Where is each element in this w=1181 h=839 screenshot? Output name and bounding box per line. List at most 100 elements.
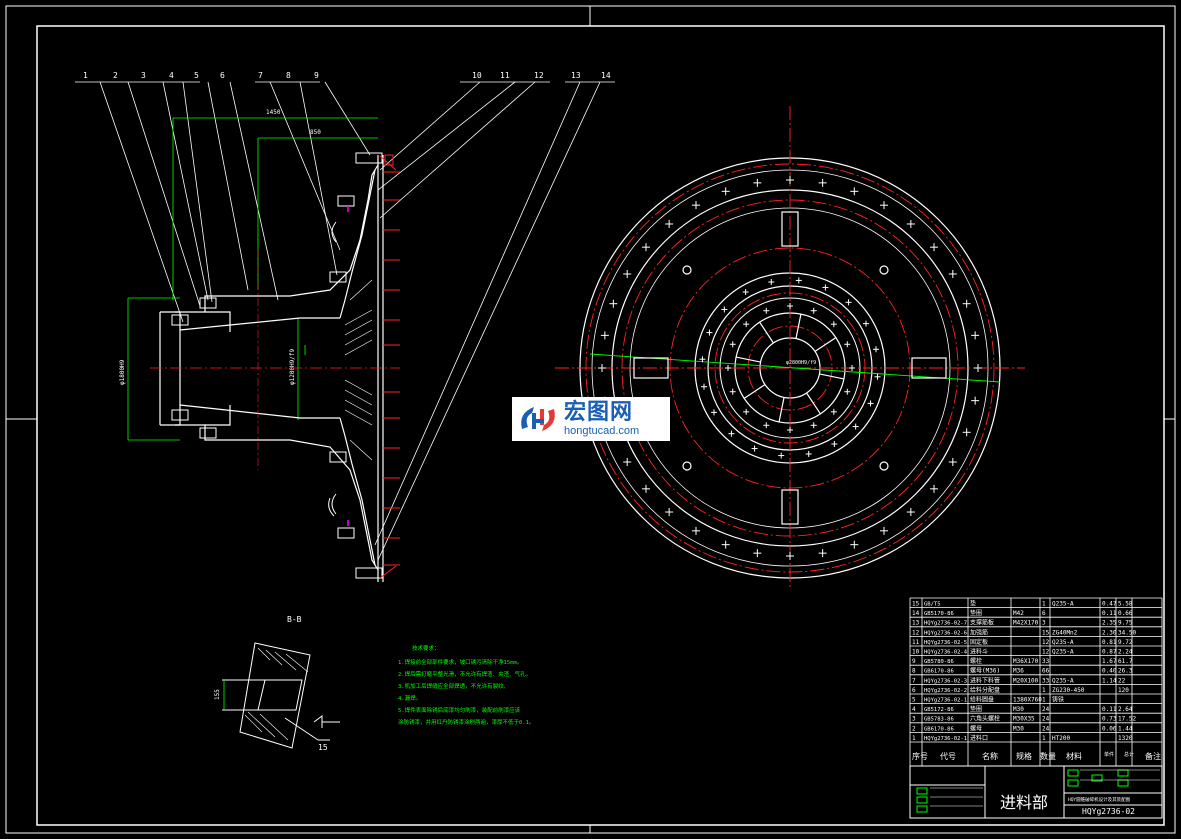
note-line-6: 涂防锈漆，并用红丹防锈漆涂刷两遍，漆厚不低于0.1。: [398, 718, 534, 726]
bom-cell: HQYg2736-02-1: [924, 736, 967, 742]
balloon-labels: 1 2 3 4 5 6 7 8 9 10 11 12 13 14: [83, 71, 611, 80]
bom-cell: 1: [912, 735, 916, 742]
bom-cell: 15: [1042, 629, 1050, 636]
section-bb: B-B 155 15: [214, 615, 340, 752]
balloon-12: 12: [534, 71, 544, 80]
logo-en-text: hongtucad.com: [564, 425, 640, 437]
bom-cell: 0.11: [1102, 706, 1117, 713]
bom-cell: 22: [1118, 677, 1126, 684]
bom-h-name: 名称: [982, 751, 998, 761]
bom-cell: 7: [912, 677, 916, 684]
bom-cell: GB6170-86: [924, 669, 954, 675]
bom-cell: 0.81: [1102, 639, 1117, 646]
bom-cell: 11: [912, 639, 920, 646]
bom-cell: 1: [1042, 601, 1046, 608]
bom-cell: GB5783-86: [924, 717, 954, 723]
section-title: B-B: [287, 615, 302, 624]
bom-h-spec: 规格: [1016, 751, 1032, 761]
bom-cell: 1: [1042, 697, 1046, 704]
bom-cell: 12: [1042, 649, 1050, 656]
bom-cell: 61.7: [1118, 658, 1133, 665]
bom-cell: GB5780-86: [924, 659, 954, 665]
balloon-11: 11: [500, 71, 510, 80]
bom-cell: 3: [912, 716, 916, 723]
bolt-ticks: [598, 176, 982, 560]
bom-cell: 1: [1042, 735, 1046, 742]
bom-cell: 螺母(M36): [970, 667, 1000, 675]
bom-cell: HQYg2736-02-3: [924, 678, 967, 684]
bom-cell: 0.47: [1102, 601, 1117, 608]
bom-cell: 进料下料管: [970, 676, 1000, 684]
bom-cell: 24: [1042, 716, 1050, 723]
dim-1450: 1450: [266, 109, 281, 116]
bom-cell: HQYg2736-02-7: [924, 621, 967, 627]
hub-spokes: [735, 313, 845, 423]
bom-cell: 4: [912, 706, 916, 713]
bom-cell: 0.06: [1102, 725, 1117, 732]
hub-spoke: [806, 392, 821, 415]
bom-cell: 12: [912, 629, 920, 636]
bom-cell: M30: [1013, 725, 1024, 732]
bom-cell: 9: [912, 658, 916, 665]
bom-header: 序号 代号 名称 规格 数量 材料 单件 总计 备注: [912, 751, 1161, 761]
bom-cell: 支撑筋板: [970, 619, 994, 627]
dim-phi1200: φ1200H9/f9: [289, 348, 296, 385]
bom-cell: Q235-A: [1052, 649, 1074, 656]
balloon-3: 3: [141, 71, 146, 80]
bom-cell: GB/T5: [924, 602, 941, 608]
bom-cell: HQYg2736-02-4: [924, 650, 968, 656]
bom-cell: 33: [1042, 658, 1050, 665]
dim-phi1800: φ1800H9: [119, 359, 126, 385]
bom-cell: 34.50: [1118, 629, 1136, 636]
bom-cell: HQYg2736-02-6: [924, 630, 967, 636]
hub-spoke: [759, 321, 774, 344]
hub-spoke: [778, 397, 785, 423]
note-line-3: 3.机加工后焊缝应全部焊透，不允许有裂纹、: [398, 682, 509, 690]
dim-850: 850: [310, 129, 321, 136]
bom-cell: 13: [912, 620, 920, 627]
balloon-leaders: [75, 81, 615, 561]
bom-cell: 5: [912, 697, 916, 704]
bom-cell: 2.30: [1102, 629, 1117, 636]
bom-h-unit: 单件: [1104, 751, 1114, 758]
bom-cell: 2: [912, 725, 916, 732]
bom-cell: 5.58: [1118, 601, 1133, 608]
bom-cell: M42: [1013, 610, 1024, 617]
bom-cell: 螺母: [970, 724, 982, 732]
bom-cell: ZG230-450: [1052, 687, 1085, 694]
balloon-13: 13: [571, 71, 581, 80]
bom-h-remark: 备注: [1145, 751, 1161, 761]
bom-cell: ZG40Mn2: [1052, 629, 1078, 636]
bom-cell: M36X170: [1013, 658, 1039, 665]
hub-spoke: [735, 356, 761, 363]
bom-cell: 0.66: [1118, 610, 1133, 617]
bom-cell: 1.67: [1102, 658, 1117, 665]
bom-cell: 66: [1042, 668, 1050, 675]
sheet-frame: [5, 5, 1176, 834]
bom-cell: 固定板: [970, 638, 988, 646]
bom-h-qty: 数量: [1040, 751, 1056, 761]
bom-cell: 15: [912, 601, 920, 608]
bom-cell: 垫圈: [970, 609, 982, 617]
bom-cell: Q235-A: [1052, 677, 1074, 684]
balloon-2: 2: [113, 71, 118, 80]
hub-spoke: [814, 337, 837, 352]
bom-cell: 9.75: [1118, 620, 1133, 627]
bom-cell: 1.14: [1102, 677, 1117, 684]
bom-h-code: 代号: [940, 751, 956, 761]
note-line-5: 5.焊件表面除锈后底漆均匀刷漆，装配前刷漆应该: [398, 706, 521, 714]
bom-cell: 26.3: [1118, 668, 1133, 675]
logo-cn-text: 宏图网: [564, 400, 634, 425]
balloon-14: 14: [601, 71, 611, 80]
bom-h-no: 序号: [912, 751, 928, 761]
bom-cell: 2.35: [1102, 620, 1117, 627]
bom-cell: Q235-A: [1052, 601, 1074, 608]
logo-mark-icon: [521, 407, 555, 431]
balloon-10: 10: [472, 71, 482, 80]
bom-cell: 14: [912, 610, 920, 617]
note-line-1: 1.焊接前全部部件要求，坡口锈污清除干净15mm。: [398, 658, 522, 666]
bom-cell: 进料口: [970, 734, 988, 742]
bom-cell: 1380X760: [1013, 697, 1042, 704]
bom-cell: 1320: [1118, 735, 1133, 742]
